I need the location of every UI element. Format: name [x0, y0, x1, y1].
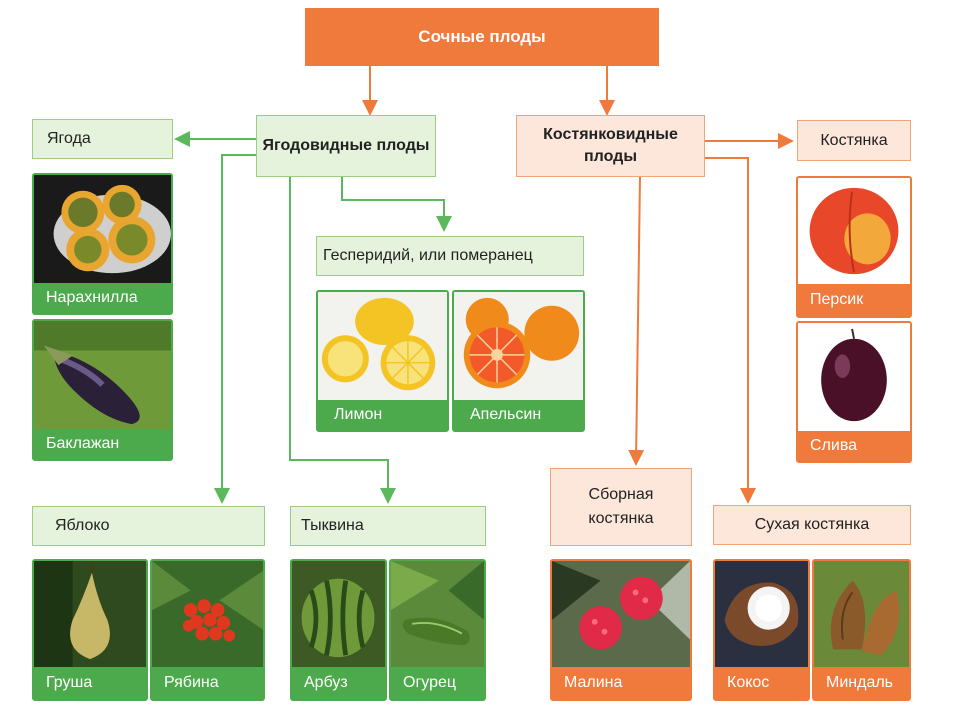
peach-card: Персик — [796, 176, 912, 318]
cucumber-caption: Огурец — [403, 674, 457, 691]
coconut-card: Кокос — [713, 559, 810, 701]
rowan-caption: Рябина — [164, 674, 219, 691]
lemon-caption: Лимон — [334, 406, 383, 423]
hesperidium-label: Гесперидий, или померанец — [316, 236, 584, 276]
naranjilla-image — [34, 175, 171, 283]
almond-image — [814, 561, 909, 667]
peach-image — [798, 178, 910, 284]
orange-image — [454, 292, 583, 400]
apple-label: Яблоко — [32, 506, 265, 546]
peach-caption: Персик — [810, 291, 864, 308]
raspberry-image — [552, 561, 690, 667]
watermelon-card: Арбуз — [290, 559, 387, 701]
raspberry-caption: Малина — [564, 674, 623, 691]
rowan-image — [152, 561, 263, 667]
watermelon-image — [292, 561, 385, 667]
aggregate-drupe-label: Сборная костянка — [550, 468, 692, 546]
dry-drupe-label: Сухая костянка — [713, 505, 911, 545]
watermelon-caption: Арбуз — [304, 674, 348, 691]
rowan-card: Рябина — [150, 559, 265, 701]
orange-caption: Апельсин — [470, 406, 542, 423]
pear-image — [34, 561, 146, 667]
plum-card: Слива — [796, 321, 912, 463]
eggplant-caption: Баклажан — [46, 435, 120, 452]
drupe-like-fruits-box: Костянковидные плоды — [516, 115, 705, 177]
arrow-to-dry-drupe — [705, 157, 756, 504]
eggplant-image — [34, 321, 171, 429]
coconut-caption: Кокос — [727, 674, 770, 691]
arrow-to-pumpkin — [289, 177, 396, 504]
almond-card: Миндаль — [812, 559, 911, 701]
naranjilla-caption: Нарахнилла — [46, 289, 138, 306]
arrow-to-apple — [214, 154, 256, 504]
pear-card: Груша — [32, 559, 148, 701]
coconut-image — [715, 561, 808, 667]
root-title: Сочные плоды — [305, 8, 659, 66]
berry-label: Ягода — [32, 119, 173, 159]
pumpkin-label: Тыквина — [290, 506, 486, 546]
pear-caption: Груша — [46, 674, 93, 691]
berry-like-fruits-box: Ягодовидные плоды — [256, 115, 436, 177]
raspberry-card: Малина — [550, 559, 692, 701]
naranjilla-card: Нарахнилла — [32, 173, 173, 315]
plum-image — [798, 323, 910, 431]
lemon-image — [318, 292, 447, 400]
arrow-to-aggregate — [628, 176, 645, 466]
cucumber-image — [391, 561, 484, 667]
eggplant-card: Баклажан — [32, 319, 173, 461]
cucumber-card: Огурец — [389, 559, 486, 701]
drupe-label: Костянка — [797, 120, 911, 161]
plum-caption: Слива — [810, 437, 858, 454]
lemon-card: Лимон — [316, 290, 449, 432]
orange-card: Апельсин — [452, 290, 585, 432]
almond-caption: Миндаль — [826, 674, 894, 691]
arrow-to-hesperidium — [341, 177, 452, 232]
